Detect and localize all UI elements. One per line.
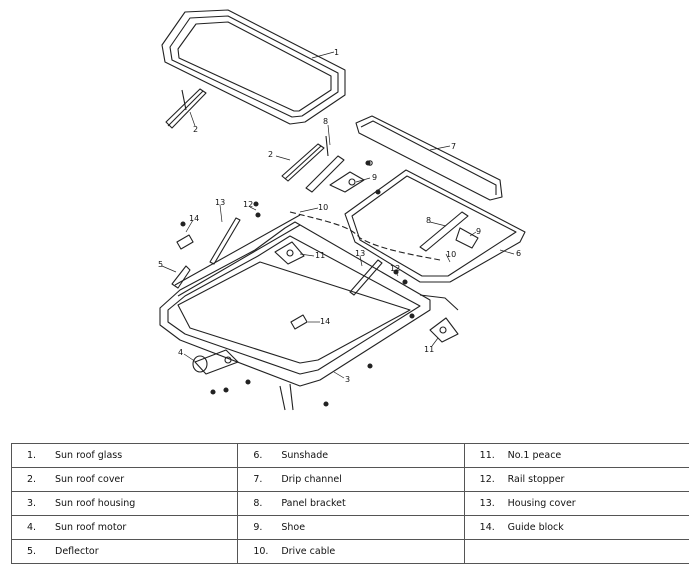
legend-number: 9.	[253, 522, 263, 533]
legend-cell: 9. Shoe	[237, 515, 465, 540]
callout-3: 3	[345, 375, 350, 384]
legend-cell: 13. Housing cover	[463, 491, 689, 516]
legend-label: Drip channel	[281, 474, 342, 485]
legend-cell: 3. Sun roof housing	[10, 491, 239, 516]
legend-label: Sun roof housing	[55, 498, 136, 509]
legend-cell: 10. Drive cable	[237, 539, 465, 564]
guide-block-left-part	[176, 234, 194, 250]
screw-fasteners	[180, 160, 415, 407]
legend-number: 6.	[253, 450, 263, 461]
legend-number: 14.	[479, 522, 495, 533]
legend-cell: 2. Sun roof cover	[10, 467, 239, 492]
legend-row: 3. Sun roof housing 8. Panel bracket 13. Ho…	[10, 491, 689, 516]
legend-row: 4. Sun roof motor 9. Shoe 14. Guide block	[10, 515, 689, 540]
legend-number: 12.	[479, 474, 495, 485]
legend-label: Rail stopper	[507, 474, 565, 485]
legend-cell: 8. Panel bracket	[237, 491, 465, 516]
legend-cell: 1. Sun roof glass	[10, 443, 239, 468]
drip-channel-part	[355, 115, 503, 201]
callout-14: 14	[320, 317, 330, 326]
callout-1: 1	[334, 48, 339, 57]
leader-lines	[161, 51, 515, 379]
panel-bracket-upper-part	[305, 135, 345, 193]
callout-9: 9	[372, 173, 377, 182]
sunroof-motor-part	[192, 349, 239, 375]
legend-cell: 11. No.1 peace	[463, 443, 689, 468]
parts-legend-table: 1. Sun roof glass 6. Sunshade 11. No.1 peac…	[10, 443, 689, 564]
callout-12: 12	[243, 200, 253, 209]
legend-number: 5.	[27, 546, 37, 557]
legend-number: 2.	[27, 474, 37, 485]
callout-13: 13	[355, 249, 365, 258]
sunroof-housing-part	[159, 214, 459, 411]
legend-cell: 6. Sunshade	[237, 443, 465, 468]
callout-11: 11	[424, 345, 434, 354]
legend-number: 4.	[27, 522, 37, 533]
legend-cell: 4. Sun roof motor	[10, 515, 239, 540]
legend-label: Sun roof cover	[55, 474, 125, 485]
legend-number: 8.	[253, 498, 263, 509]
housing-cover-left-part	[209, 217, 241, 265]
callout-11: 11	[315, 251, 325, 260]
guide-block-lower-part	[290, 314, 308, 330]
callout-8: 8	[426, 216, 431, 225]
legend-cell: 5. Deflector	[10, 539, 239, 564]
callout-4: 4	[178, 348, 183, 357]
legend-cell: 14. Guide block	[463, 515, 689, 540]
callout-2: 2	[268, 150, 273, 159]
legend-label: Housing cover	[507, 498, 576, 509]
callout-13: 13	[215, 198, 225, 207]
callout-5: 5	[158, 260, 163, 269]
legend-label: No.1 peace	[507, 450, 562, 461]
legend-number: 1.	[27, 450, 37, 461]
sunshade-part	[344, 169, 526, 283]
deflector-part	[171, 265, 191, 289]
callout-10: 10	[318, 203, 328, 212]
legend-row: 1. Sun roof glass 6. Sunshade 11. No.1 peac…	[10, 443, 689, 468]
callout-10: 10	[446, 250, 456, 259]
legend-label: Drive cable	[281, 546, 336, 557]
legend-number: 3.	[27, 498, 37, 509]
drive-cable-part	[289, 211, 441, 261]
legend-number: 11.	[479, 450, 495, 461]
sunroof-glass-part	[161, 9, 346, 125]
callout-14: 14	[189, 214, 199, 223]
legend-row: 5. Deflector 10. Drive cable	[10, 539, 689, 564]
legend-label: Panel bracket	[281, 498, 346, 509]
legend-cell: 12. Rail stopper	[463, 467, 689, 492]
callout-6: 6	[516, 249, 521, 258]
legend-number: 10.	[253, 546, 269, 557]
legend-label: Sunshade	[281, 450, 329, 461]
legend-label: Sun roof motor	[55, 522, 127, 533]
legend-number: 7.	[253, 474, 263, 485]
callout-2: 2	[193, 125, 198, 134]
sunroof-exploded-diagram: 1 2 2 8 7 9 10 13 12 14 11 5 8 9 10 6 13…	[158, 9, 526, 411]
housing-cover-right-part	[349, 259, 383, 296]
sunroof-cover-left-part	[165, 88, 207, 129]
callout-labels: 1 2 2 8 7 9 10 13 12 14 11 5 8 9 10 6 13…	[158, 48, 521, 384]
callout-9: 9	[476, 227, 481, 236]
legend-label: Guide block	[507, 522, 564, 533]
no1-peace-lower-part	[429, 317, 459, 343]
legend-cell: 7. Drip channel	[237, 467, 465, 492]
legend-cell	[463, 539, 689, 564]
callout-12: 12	[390, 264, 400, 273]
legend-label: Sun roof glass	[55, 450, 123, 461]
callout-8: 8	[323, 117, 328, 126]
shoe-upper-part	[329, 160, 373, 193]
legend-label: Shoe	[281, 522, 306, 533]
no1-peace-upper-part	[274, 241, 305, 265]
legend-label: Deflector	[55, 546, 99, 557]
sunroof-cover-right-part	[281, 143, 325, 182]
legend-number: 13.	[479, 498, 495, 509]
callout-7: 7	[451, 142, 456, 151]
legend-row: 2. Sun roof cover 7. Drip channel 12. Rail …	[10, 467, 689, 492]
